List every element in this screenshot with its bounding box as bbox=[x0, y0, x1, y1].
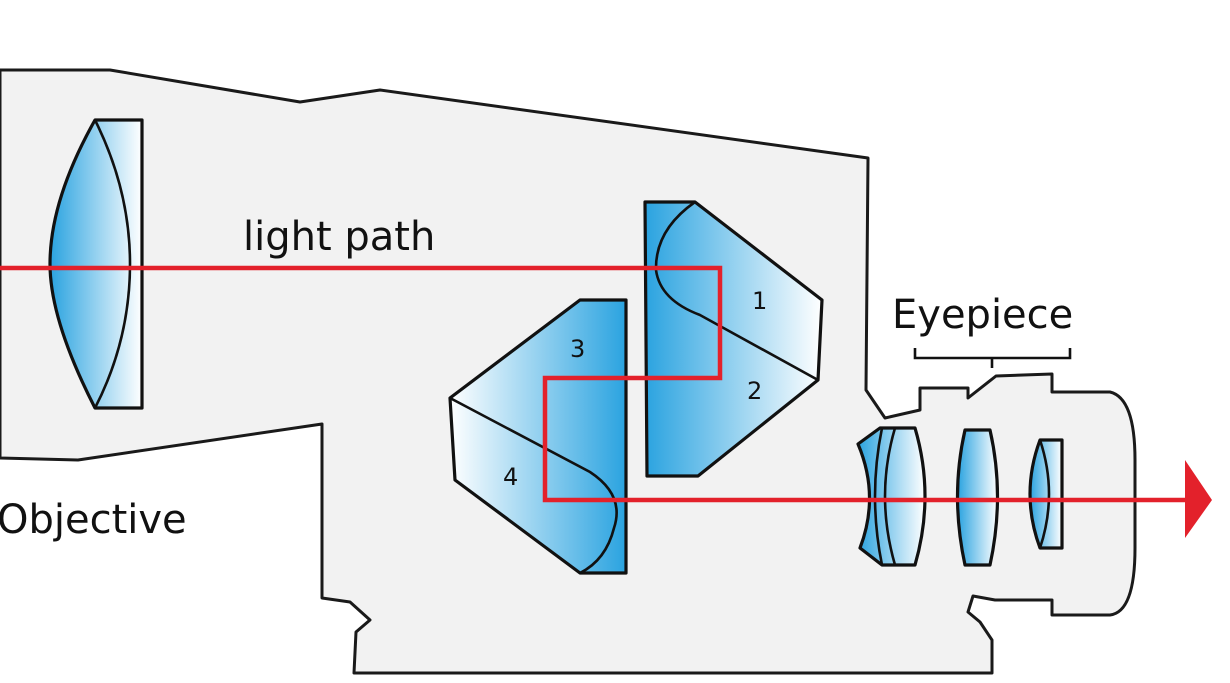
light-ray bbox=[0, 265, 1190, 503]
eyepiece-label: Eyepiece bbox=[892, 292, 1073, 338]
light-path-label: light path bbox=[243, 214, 435, 260]
eyepiece-lenses bbox=[856, 426, 1064, 567]
prism-number-4: 4 bbox=[503, 463, 518, 491]
prism-number-2: 2 bbox=[747, 377, 762, 405]
prism-number-1: 1 bbox=[752, 287, 767, 315]
eyepiece-bracket bbox=[913, 348, 1072, 368]
prism-number-3: 3 bbox=[570, 335, 585, 363]
prism-3-4 bbox=[448, 298, 628, 575]
light-ray-arrowhead bbox=[1185, 460, 1212, 538]
objective-label: Objective bbox=[0, 497, 187, 543]
